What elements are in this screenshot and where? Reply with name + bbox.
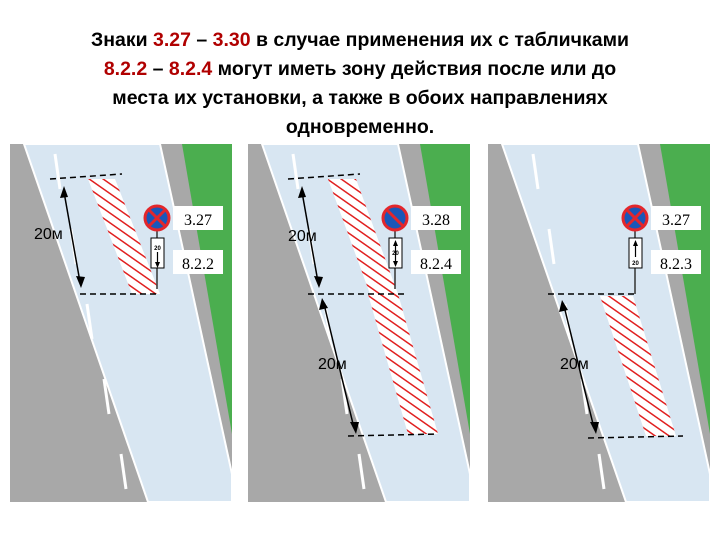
plate-code-box bbox=[173, 250, 223, 274]
title-line-3: места их установки, а также в обоих напр… bbox=[112, 87, 608, 109]
plate-code-label: 8.2.2 bbox=[182, 256, 214, 273]
title-line-2: 8.2.2 – 8.2.4 могут иметь зону действия … bbox=[10, 55, 710, 84]
plate-distance: 20 bbox=[632, 261, 639, 267]
zone-distance-label-before: 20м bbox=[288, 228, 317, 245]
distance-arrow bbox=[63, 191, 81, 283]
road-diagram-3: 20м 20 3.27 8.2.3 bbox=[488, 144, 710, 502]
plate-distance: 20 bbox=[154, 246, 161, 252]
road-diagram-1: 20м 20 3.27 8.2.2 bbox=[10, 144, 232, 502]
plate-number-start: 8.2.2 bbox=[103, 58, 148, 80]
sign-code-box bbox=[651, 206, 701, 230]
title-dash: – bbox=[190, 29, 213, 51]
plate-number-end: 8.2.4 bbox=[168, 58, 213, 80]
slide-title: Знаки 3.27 – 3.30 в случае применения их… bbox=[10, 26, 710, 142]
arrow-head-up bbox=[60, 186, 68, 198]
zone-distance-label: 20м bbox=[34, 226, 63, 243]
zone-distance-label: 20м bbox=[560, 356, 589, 373]
panel-1: 20м 20 3.27 8.2.2 bbox=[10, 144, 232, 502]
distance-arrow-before bbox=[301, 191, 319, 283]
sign-code-box bbox=[411, 206, 461, 230]
plate-code-box bbox=[411, 250, 461, 274]
zone-boundary-end bbox=[347, 433, 439, 437]
sign-code-box bbox=[173, 206, 223, 230]
plate-code-label: 8.2.3 bbox=[660, 256, 692, 273]
plate-code-label: 8.2.4 bbox=[420, 256, 452, 273]
sign-code-label: 3.27 bbox=[184, 212, 212, 229]
sign-code-label: 3.28 bbox=[422, 212, 450, 229]
distance-arrow-after bbox=[563, 305, 595, 429]
title-dash: – bbox=[147, 58, 169, 80]
zone-hatch-before bbox=[88, 179, 160, 294]
zone-hatch-after bbox=[368, 294, 438, 434]
distance-arrow-after bbox=[323, 303, 355, 429]
plate-arrow-up-icon bbox=[393, 240, 398, 246]
title-line-1: Знаки 3.27 – 3.30 в случае применения их… bbox=[10, 26, 710, 55]
zone-distance-label-after: 20м bbox=[318, 356, 347, 373]
sign-number-start: 3.27 bbox=[153, 29, 191, 51]
title-text: Знаки bbox=[91, 29, 154, 51]
zone-boundary-end bbox=[587, 435, 684, 439]
sign-code-label: 3.27 bbox=[662, 212, 690, 229]
title-text: в случае применения их с табличками bbox=[250, 29, 629, 51]
road-diagram-2: 20м 20м 20 3.28 8.2.4 bbox=[248, 144, 470, 502]
sign-number-end: 3.30 bbox=[212, 29, 251, 51]
road-lanes bbox=[22, 144, 232, 502]
panel-2: 20м 20м 20 3.28 8.2.4 bbox=[248, 144, 470, 502]
title-text: могут иметь зону действия после или до bbox=[212, 58, 617, 80]
zone-boundary-start bbox=[49, 173, 123, 180]
title-line-4: одновременно. bbox=[285, 116, 435, 138]
plate-arrow-up-icon bbox=[633, 240, 638, 246]
plate-arrow-down-icon bbox=[155, 262, 160, 268]
plate-arrow-down-icon bbox=[393, 261, 398, 267]
plate-code-box bbox=[651, 250, 701, 274]
panel-3: 20м 20 3.27 8.2.3 bbox=[488, 144, 710, 502]
zone-hatch-after bbox=[600, 296, 676, 436]
arrow-head-down bbox=[76, 276, 85, 288]
zone-boundary-start bbox=[287, 173, 361, 180]
zone-hatch-before bbox=[328, 179, 398, 294]
